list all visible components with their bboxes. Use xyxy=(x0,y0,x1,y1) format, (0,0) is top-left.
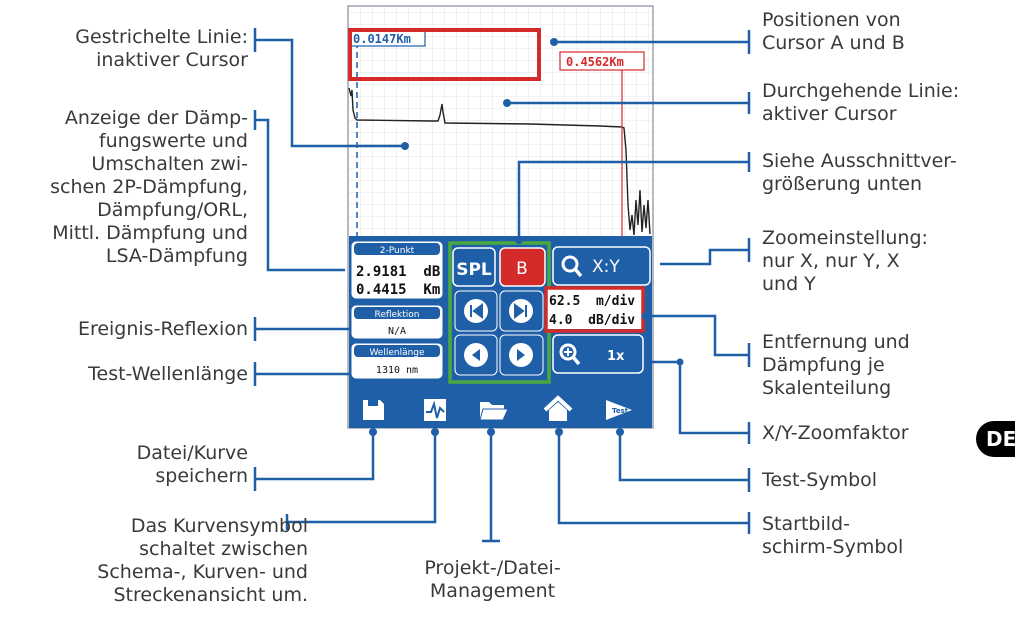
label-zoom-setting: Zoomeinstellung: nur X, nur Y, X und Y xyxy=(762,227,928,295)
arrow-left-icon xyxy=(472,349,480,361)
label-attenuation: Anzeige der Dämp- fungswerte und Umschal… xyxy=(50,107,248,267)
cursor-a-value: 0.0147Km xyxy=(353,32,411,46)
test-icon-text: Test xyxy=(612,407,629,415)
attenuation-db: 2.9181 dB xyxy=(356,264,440,280)
reflection-value: N/A xyxy=(388,326,406,337)
spl-button[interactable] xyxy=(452,247,496,287)
zoom-mode-label: X:Y xyxy=(592,257,620,277)
jump-next-event-button[interactable] xyxy=(499,290,544,332)
label-test-symbol: Test-Symbol xyxy=(762,469,878,491)
zoom-in-icon xyxy=(559,343,577,361)
test-icon[interactable]: Test xyxy=(606,400,632,420)
wavelength-value: 1310 nm xyxy=(376,365,418,376)
home-icon[interactable] xyxy=(543,395,573,421)
move-left-button[interactable] xyxy=(454,334,498,376)
cursor-b-value: 0.4562Km xyxy=(566,55,624,69)
attenuation-panel[interactable]: 2-Punkt 2.9181 dB 0.4415 Km xyxy=(350,240,444,300)
label-test-wavelength: Test-Wellenlänge xyxy=(88,363,248,385)
skip-forward-icon xyxy=(514,303,527,319)
label-xy-zoom: X/Y-Zoomfaktor xyxy=(762,422,909,444)
save-icon[interactable] xyxy=(363,400,384,420)
zoom-factor-label: 1x xyxy=(607,349,625,364)
magnifier-icon xyxy=(561,255,579,273)
label-detail-view: Siehe Ausschnittver- größerung unten xyxy=(762,150,957,195)
language-badge: DE xyxy=(976,421,1015,457)
leader-lines xyxy=(253,28,751,543)
label-event-reflection: Ereignis-Reflexion xyxy=(77,318,248,340)
zoom-mode-button[interactable]: X:Y xyxy=(552,246,651,286)
trace-view-icon[interactable] xyxy=(424,399,446,421)
label-save-file: Datei/Kurve speichern xyxy=(136,442,248,487)
label-cursor-positions: Positionen von Cursor A und B xyxy=(762,9,905,54)
scale-db: 4.0 dB/div xyxy=(549,313,635,328)
leader-dots xyxy=(369,38,684,436)
arrow-right-icon xyxy=(517,349,525,361)
cursor-b-button[interactable] xyxy=(499,247,546,287)
label-dashed-line: Gestrichelte Linie: inaktiver Cursor xyxy=(75,26,248,71)
reflection-panel: Reflektion N/A xyxy=(350,304,444,340)
highlight-cursor-positions xyxy=(348,28,541,81)
attenuation-mode: 2-Punkt xyxy=(380,246,415,256)
spl-button-label: SPL xyxy=(456,260,492,280)
attenuation-km: 0.4415 Km xyxy=(356,282,440,298)
skip-back-icon xyxy=(470,303,483,319)
device-screen: 0.0147Km 0.4562Km 2-Punkt 2.9181 dB 0.44… xyxy=(347,5,654,429)
reflection-title: Reflektion xyxy=(374,310,419,320)
scale-distance: 62.5 m/div xyxy=(549,294,635,309)
highlight-scale xyxy=(544,286,645,333)
scale-display: 62.5 m/div 4.0 dB/div xyxy=(544,286,645,333)
label-distance-atten: Entfernung und Dämpfung je Skalenteilung xyxy=(762,331,910,399)
folder-icon[interactable] xyxy=(479,402,509,421)
label-solid-line: Durchgehende Linie: aktiver Cursor xyxy=(762,80,960,125)
jump-prev-event-button[interactable] xyxy=(454,290,498,332)
zoom-factor-button[interactable]: 1x xyxy=(552,334,644,374)
label-project-mgmt: Projekt-/Datei- Management xyxy=(424,557,561,602)
wavelength-title: Wellenlänge xyxy=(369,348,425,358)
move-right-button[interactable] xyxy=(499,334,544,376)
wavelength-panel[interactable]: Wellenlänge 1310 nm xyxy=(350,342,444,380)
label-trace-icon: Das Kurvensymbol schaltet zwischen Schem… xyxy=(97,515,308,606)
label-home-symbol: Startbild- schirm-Symbol xyxy=(762,513,904,558)
cursor-b-button-label: B xyxy=(516,259,528,279)
